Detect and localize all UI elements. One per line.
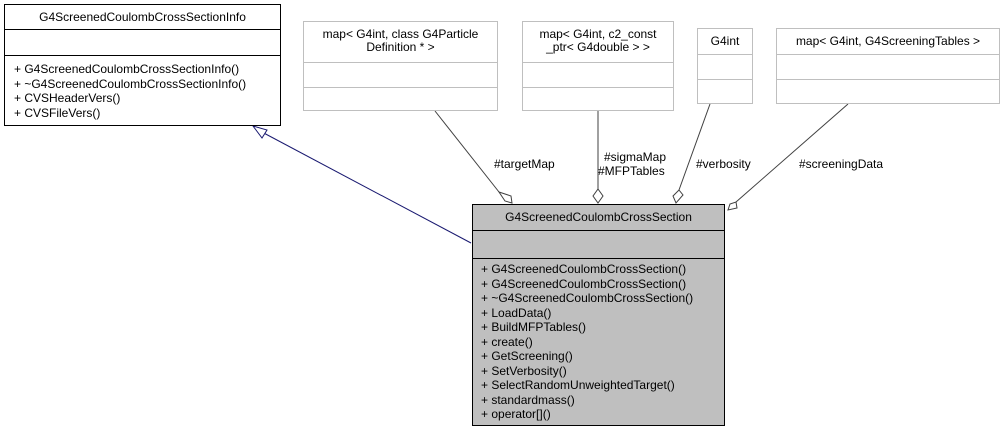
member-type-operations bbox=[304, 87, 497, 110]
base-operation: + CVSFileVers() bbox=[14, 105, 101, 120]
member-type-box-verbosity[interactable]: G4int bbox=[697, 28, 753, 104]
inheritance-edge bbox=[259, 130, 472, 244]
edge-label-verbosity: #verbosity bbox=[696, 157, 751, 171]
target-map-edge bbox=[434, 110, 500, 193]
base-operation: + CVSHeaderVers() bbox=[14, 91, 121, 105]
edge-label-target-map: #targetMap bbox=[494, 157, 555, 171]
member-type-attributes bbox=[777, 54, 999, 79]
main-operation: + operator[]() bbox=[481, 407, 551, 421]
member-type-operations bbox=[698, 79, 752, 103]
member-type-box-target-map[interactable]: map< G4int, class G4Particle Definition … bbox=[303, 21, 498, 111]
main-class-box[interactable]: G4ScreenedCoulombCrossSection + G4Screen… bbox=[472, 204, 725, 426]
base-operation: + ~G4ScreenedCoulombCrossSectionInfo() bbox=[14, 76, 247, 91]
screening-data-edge bbox=[735, 103, 849, 203]
main-operation: + GetScreening() bbox=[481, 349, 573, 363]
edge-label-screening-data: #screeningData bbox=[799, 157, 884, 171]
main-operation: + SetVerbosity() bbox=[481, 363, 567, 378]
main-class-name: G4ScreenedCoulombCrossSection bbox=[505, 210, 692, 224]
member-type-attributes bbox=[523, 62, 673, 87]
member-type-attributes bbox=[304, 62, 497, 87]
member-type-attributes bbox=[698, 54, 752, 79]
main-class-operations: + G4ScreenedCoulombCrossSection() + G4Sc… bbox=[473, 258, 724, 422]
edge-label-sigma-map: #sigmaMap bbox=[604, 150, 667, 164]
member-type-name: G4int bbox=[710, 34, 740, 48]
main-operation: + G4ScreenedCoulombCrossSection() bbox=[481, 262, 687, 276]
screening-data-diamond bbox=[727, 201, 738, 211]
sigma-map-diamond bbox=[592, 188, 604, 204]
member-type-name-line: Definition * > bbox=[366, 40, 435, 54]
member-type-name: map< G4int, c2_const _ptr< G4double > > bbox=[523, 22, 673, 62]
main-operation: + G4ScreenedCoulombCrossSection() bbox=[481, 276, 687, 291]
member-type-operations bbox=[523, 87, 673, 110]
main-operation: + BuildMFPTables() bbox=[481, 320, 587, 334]
verbosity-edge bbox=[678, 103, 711, 191]
base-class-operations: + G4ScreenedCoulombCrossSectionInfo() + … bbox=[5, 55, 280, 120]
member-type-name-line: _ptr< G4double > > bbox=[546, 40, 650, 54]
member-type-operations bbox=[777, 79, 999, 103]
inheritance-arrowhead bbox=[251, 125, 268, 139]
member-type-name: map< G4int, G4ScreeningTables > bbox=[795, 34, 981, 48]
edge-label-mfp-tables: #MFPTables bbox=[598, 164, 665, 178]
base-class-attributes bbox=[5, 29, 280, 55]
member-type-name: map< G4int, class G4Particle Definition … bbox=[304, 22, 497, 62]
member-type-name-line: map< G4int, c2_const bbox=[539, 27, 657, 41]
main-class-attributes bbox=[473, 230, 724, 258]
member-type-box-sigma-map[interactable]: map< G4int, c2_const _ptr< G4double > > bbox=[522, 21, 674, 111]
member-type-box-screening-data[interactable]: map< G4int, G4ScreeningTables > bbox=[776, 28, 1000, 104]
main-operation: + standardmass() bbox=[481, 392, 575, 407]
main-operation: + ~G4ScreenedCoulombCrossSection() bbox=[481, 291, 694, 305]
member-type-name-line: map< G4int, class G4Particle bbox=[322, 27, 479, 41]
main-operation: + LoadData() bbox=[481, 305, 552, 320]
verbosity-diamond bbox=[672, 189, 684, 204]
base-operation: + G4ScreenedCoulombCrossSectionInfo() bbox=[14, 62, 240, 76]
main-operation: + SelectRandomUnweightedTarget() bbox=[481, 378, 675, 392]
base-class-name: G4ScreenedCoulombCrossSectionInfo bbox=[39, 10, 246, 24]
base-class-box[interactable]: G4ScreenedCoulombCrossSectionInfo + G4Sc… bbox=[4, 4, 281, 126]
target-map-diamond bbox=[497, 191, 513, 204]
main-operation: + create() bbox=[481, 334, 533, 349]
